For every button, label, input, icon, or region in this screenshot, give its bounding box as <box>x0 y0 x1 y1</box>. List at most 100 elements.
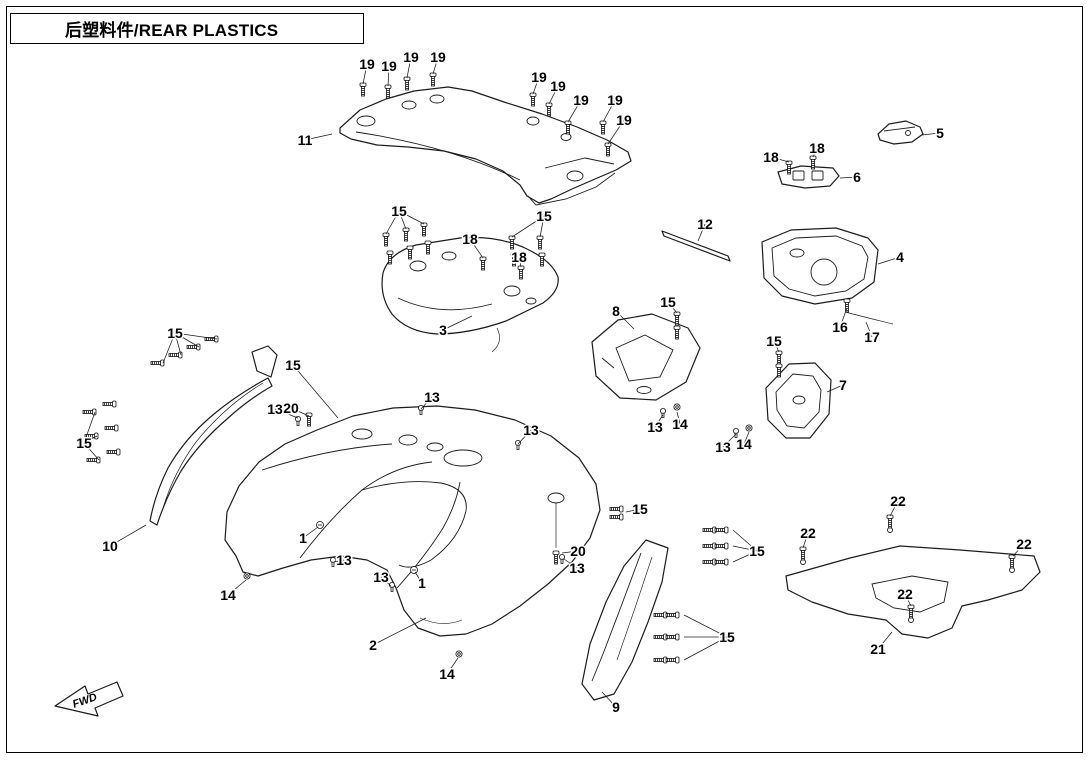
leader-line <box>292 364 339 419</box>
leader-line <box>446 657 459 675</box>
leader-line <box>83 411 96 444</box>
leader-line <box>420 396 433 410</box>
screw-icon <box>384 84 392 99</box>
leader-line <box>1012 543 1025 557</box>
leader-line <box>372 617 427 646</box>
screw-icon <box>702 542 717 550</box>
leader-line <box>802 532 809 549</box>
leader-line-layer <box>83 56 1025 708</box>
leader-line <box>615 310 635 330</box>
page-title: 后塑料件/REAR PLASTICS <box>65 21 279 40</box>
screw-icon <box>609 513 624 521</box>
leader-line <box>921 132 941 136</box>
leader-line <box>517 429 532 445</box>
callout-14: 14 <box>736 436 752 452</box>
leader-line <box>518 256 522 268</box>
leader-line <box>683 614 728 638</box>
leader-line <box>667 301 678 314</box>
callout-13: 13 <box>523 422 539 438</box>
leader-line <box>732 545 758 552</box>
leader-line <box>889 500 899 517</box>
nut-icon <box>243 572 251 580</box>
screw-icon <box>702 526 717 534</box>
callout-13: 13 <box>336 552 352 568</box>
leader-line <box>83 435 98 444</box>
title-box: 后塑料件/REAR PLASTICS <box>10 13 364 44</box>
part-21-bottom-plate <box>785 527 1041 639</box>
callout-2: 2 <box>369 637 377 653</box>
callout-13: 13 <box>569 560 585 576</box>
leader-line <box>398 210 425 225</box>
callout-1: 1 <box>418 575 426 591</box>
callout-15: 15 <box>660 294 676 310</box>
callout-11: 11 <box>298 132 313 148</box>
nut-icon <box>745 424 753 432</box>
screw-icon <box>403 76 411 91</box>
leader-line <box>877 256 901 265</box>
leader-line <box>676 411 681 425</box>
callout-20: 20 <box>570 543 586 559</box>
fwd-arrow: FWD <box>54 681 124 717</box>
leader-line <box>387 65 390 87</box>
rivet-icon <box>388 582 396 592</box>
screw-icon <box>86 456 101 464</box>
leader-line <box>839 307 848 328</box>
callout-13: 13 <box>424 389 440 405</box>
screw-icon <box>714 542 729 550</box>
leader-line <box>83 442 100 461</box>
leader-line <box>697 223 706 242</box>
callout-5: 5 <box>936 125 944 141</box>
nut-icon <box>455 650 463 658</box>
parts-layer <box>149 86 1041 701</box>
rivet-icon <box>660 407 666 418</box>
screw-icon <box>714 558 729 566</box>
callout-6: 6 <box>853 169 861 185</box>
screw-icon <box>104 424 119 432</box>
callout-22: 22 <box>890 493 906 509</box>
callout-13: 13 <box>647 419 663 435</box>
leader-line <box>548 85 559 105</box>
part-9-side-panel-lower <box>581 539 669 701</box>
part-5-small-bracket <box>877 120 924 145</box>
leader-line <box>539 215 545 238</box>
callout-13: 13 <box>373 569 389 585</box>
leader-line <box>904 593 912 607</box>
leader-line <box>654 414 664 428</box>
screw-icon <box>775 350 783 365</box>
screw-icon <box>529 92 537 107</box>
callout-15: 15 <box>632 501 648 517</box>
leader-line <box>174 332 182 356</box>
callout-13: 13 <box>267 401 283 417</box>
leader-line <box>770 156 790 163</box>
callout-21: 21 <box>870 641 886 657</box>
screw-icon <box>665 633 680 641</box>
leader-line <box>109 524 147 547</box>
leader-line <box>290 407 310 417</box>
leader-line <box>406 56 412 79</box>
leader-line <box>532 76 540 95</box>
leader-line <box>380 576 392 587</box>
leader-line <box>162 332 176 364</box>
leader-line <box>567 99 582 123</box>
callout-9: 9 <box>612 699 620 715</box>
callout-18: 18 <box>809 140 825 156</box>
leader-line <box>743 431 750 445</box>
screw-icon <box>599 120 607 135</box>
screw-icon <box>609 505 624 513</box>
leader-line <box>469 238 484 259</box>
leader-line <box>732 550 758 563</box>
screw-icon <box>420 222 428 237</box>
callout-7: 7 <box>839 377 847 393</box>
leader-line <box>625 508 641 513</box>
leader-line <box>432 56 439 75</box>
leader-line <box>722 433 737 448</box>
callout-15: 15 <box>167 325 183 341</box>
screw-icon <box>665 611 680 619</box>
leader-line <box>607 119 625 145</box>
screw-icon <box>429 72 437 87</box>
leader-line <box>274 408 299 419</box>
screw-icon <box>665 656 680 664</box>
callout-19: 19 <box>607 92 623 108</box>
callout-15: 15 <box>749 543 765 559</box>
